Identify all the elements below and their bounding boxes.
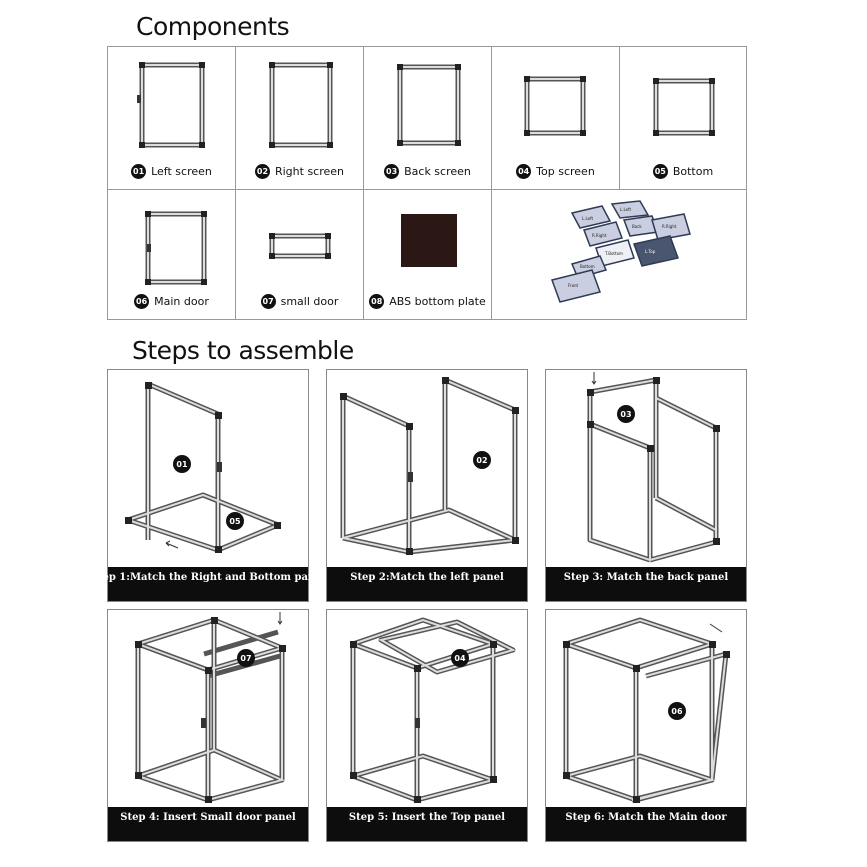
component-main-door: 06 Main door [108, 190, 236, 319]
step-6-drawing [562, 617, 730, 803]
component-label: Back screen [404, 165, 471, 178]
component-label: Left screen [151, 165, 212, 178]
mesh-label: L.Left [582, 216, 593, 221]
small-door-drawing [269, 233, 331, 259]
right-screen-drawing [269, 62, 333, 148]
mesh-label: L.Left [620, 207, 631, 212]
mesh-label: R.Right [662, 224, 677, 229]
part-badge: 05 [226, 512, 244, 530]
mesh-label: R.Right [592, 233, 607, 238]
component-left-screen: 01 Left screen [108, 47, 236, 190]
step-4-panel: 07 Step 4: Insert Small door panel [107, 609, 309, 842]
part-badge: 01 [173, 455, 191, 473]
component-number: 02 [254, 164, 270, 179]
component-label: Right screen [274, 165, 345, 178]
component-label: Bottom [672, 165, 714, 178]
component-abs-bottom-plate: 08 ABS bottom plate [364, 190, 492, 319]
component-label: small door [280, 295, 339, 308]
part-badge: 06 [668, 702, 686, 720]
step-caption: Step 1:Match the Right and Bottom panel [91, 567, 325, 601]
mesh-label: Bottom [580, 264, 595, 269]
part-badge: 07 [237, 649, 255, 667]
component-mesh-kit: L.Left L.Left R.Right Back R.Right T.Bot… [492, 190, 746, 319]
mesh-label: Back [632, 224, 642, 229]
main-door-drawing [145, 211, 207, 285]
part-badge: 02 [473, 451, 491, 469]
top-screen-drawing [524, 76, 586, 136]
part-badge: 04 [451, 649, 469, 667]
mesh-label: T.Bottom [604, 251, 623, 256]
component-number: 05 [652, 164, 668, 179]
steps-heading: Steps to assemble [132, 336, 354, 365]
step-3-drawing [587, 372, 720, 563]
component-label: ABS bottom plate [389, 295, 486, 308]
abs-plate-drawing [401, 214, 457, 267]
mesh-panels-drawing: L.Left L.Left R.Right Back R.Right T.Bot… [551, 200, 691, 303]
component-label: Main door [154, 295, 209, 308]
step-5-drawing [349, 617, 516, 803]
step-1-panel: 01 05 Step 1:Match the Right and Bottom … [91, 369, 325, 602]
mesh-label: Front [568, 283, 579, 288]
component-top-screen: 04 Top screen [492, 47, 620, 190]
component-label: Top screen [536, 165, 595, 178]
component-number: 08 [369, 294, 385, 309]
bottom-drawing [653, 78, 715, 136]
step-2-panel: 02 Step 2:Match the left panel [326, 369, 528, 602]
component-number: 07 [260, 294, 276, 309]
components-grid: 01 Left screen 02 Right screen 03 Back scre… [107, 46, 747, 320]
component-number: 06 [134, 294, 150, 309]
step-caption: Step 3: Match the back panel [546, 567, 746, 601]
component-right-screen: 02 Right screen [236, 47, 364, 190]
step-caption: Step 6: Match the Main door [546, 807, 746, 841]
step-6-panel: 06 Step 6: Match the Main door [545, 609, 747, 842]
back-screen-drawing [397, 64, 461, 146]
step-2-drawing [340, 377, 519, 555]
step-1-drawing [124, 381, 281, 553]
component-number: 01 [131, 164, 147, 179]
component-back-screen: 03 Back screen [364, 47, 492, 190]
step-4-drawing [134, 612, 286, 803]
step-5-panel: 04 Step 5: Insert the Top panel [326, 609, 528, 842]
components-heading: Components [136, 12, 290, 41]
component-number: 03 [384, 164, 400, 179]
component-small-door: 07 small door [236, 190, 364, 319]
left-screen-drawing [137, 62, 205, 148]
step-3-panel: 03 Step 3: Match the back panel [545, 369, 747, 602]
component-number: 04 [516, 164, 532, 179]
component-bottom: 05 Bottom [620, 47, 746, 190]
part-badge: 03 [617, 405, 635, 423]
step-caption: Step 5: Insert the Top panel [327, 807, 527, 841]
step-caption: Step 2:Match the left panel [327, 567, 527, 601]
mesh-label: L.Top [645, 249, 656, 254]
step-caption: Step 4: Insert Small door panel [108, 807, 308, 841]
